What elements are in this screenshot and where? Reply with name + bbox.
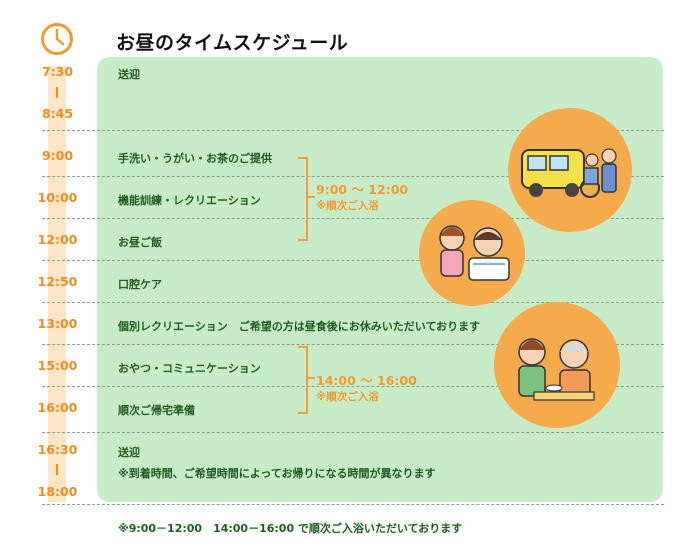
snack-time-illustration (494, 302, 620, 428)
activity-pickup-evening: 送迎 (118, 446, 140, 459)
pickup-note: ※到着時間、ご希望時間によってお帰りになる時間が異なります (118, 467, 436, 480)
clock-icon (41, 23, 73, 55)
bath-range-brace (298, 157, 308, 241)
activity-oral-care: 口腔ケア (118, 278, 162, 291)
time-label: 13:00 (37, 316, 78, 331)
bath-range-note: ※順次ご入浴 (316, 200, 379, 212)
row-divider (42, 130, 664, 131)
time-label: 12:00 (37, 232, 78, 247)
row-divider (42, 504, 664, 505)
time-label: 15:00 (37, 358, 78, 373)
time-range-connector (56, 87, 58, 98)
activity-prepare-home: 順次ご帰宅準備 (118, 404, 195, 417)
time-label: 16:30 (37, 442, 78, 457)
row-divider (42, 386, 664, 387)
bath-range-time: 14:00 ～ 16:00 (316, 373, 417, 388)
pickup-van-illustration (508, 108, 632, 232)
row-divider (42, 218, 664, 219)
caregiver-illustration (419, 200, 525, 306)
time-column-bar (48, 66, 66, 502)
bath-range-note: ※順次ご入浴 (316, 391, 379, 403)
activity-handwash: 手洗い・うがい・お茶のご提供 (118, 152, 272, 165)
row-divider (42, 432, 664, 433)
activity-pickup-morning: 送迎 (118, 68, 140, 81)
bath-range-time: 9:00 ～ 12:00 (316, 182, 409, 197)
time-label: 12:50 (37, 274, 78, 289)
time-label: 10:00 (37, 190, 78, 205)
activity-snack: おやつ・コミュニケーション (118, 362, 261, 375)
activity-individual-recreation: 個別レクリエーション ご希望の方は昼食後にお休みいただいております (118, 320, 481, 333)
activity-lunch: お昼ご飯 (118, 236, 162, 249)
bath-range-brace-notch (308, 377, 315, 379)
time-range-connector (56, 464, 58, 475)
row-divider (42, 260, 664, 261)
page-title: お昼のタイムスケジュール (116, 32, 349, 54)
time-label: 8:45 (41, 106, 74, 121)
time-label: 7:30 (41, 64, 74, 79)
time-label: 9:00 (41, 148, 74, 163)
bath-range-brace (298, 346, 308, 414)
time-label: 18:00 (37, 484, 78, 499)
row-divider (42, 176, 664, 177)
row-divider (42, 302, 664, 303)
row-divider (42, 344, 664, 345)
bath-range-brace-notch (308, 196, 315, 198)
footer-note: ※9:00－12:00 14:00－16:00 で順次ご入浴いただいております (118, 522, 463, 535)
time-label: 16:00 (37, 400, 78, 415)
activity-training: 機能訓練・レクリエーション (118, 194, 261, 207)
